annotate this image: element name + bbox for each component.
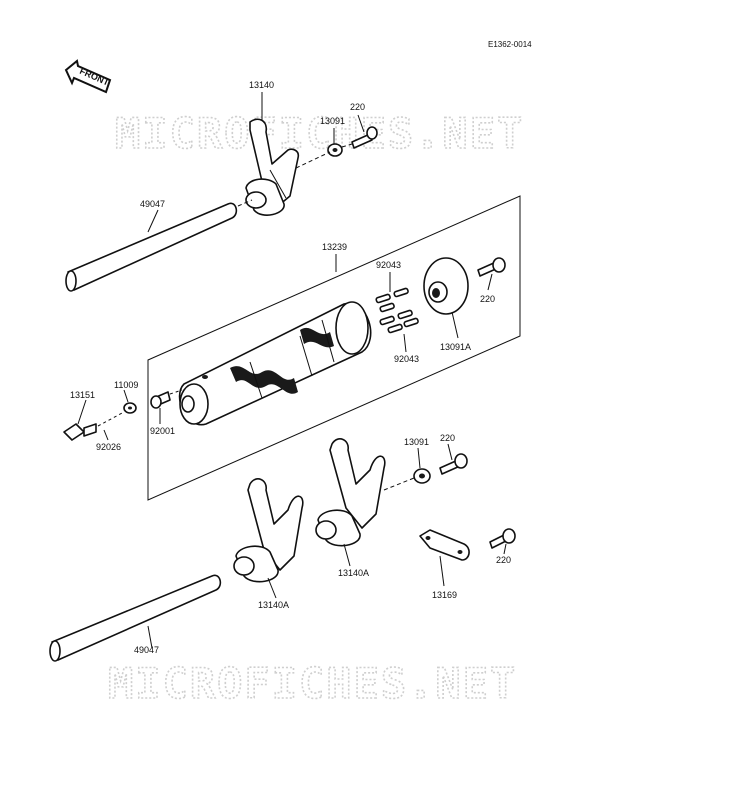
pins-92043-top [375,287,409,313]
label-220-plate: 220 [496,555,511,565]
bolt-220-bottom [439,453,468,475]
leader-lines [77,92,507,649]
washer-13091-bottom [413,468,431,484]
drawing-code: E1362-0014 [488,40,532,49]
label-49047-bottom: 49047 [134,645,159,655]
bolt-92001 [150,391,171,409]
label-220-top: 220 [350,102,365,112]
cam-plate-13091A [423,257,469,315]
label-13239: 13239 [322,242,347,252]
label-92043-bottom: 92043 [394,354,419,364]
bolt-220-top [351,126,378,149]
plate-13169 [419,529,470,561]
label-13091-top: 13091 [320,116,345,126]
label-13169: 13169 [432,590,457,600]
watermark-top: MICROFICHES.NET [115,109,524,158]
label-92026: 92026 [96,442,121,452]
label-13091-bottom: 13091 [404,437,429,447]
label-220-drum: 220 [480,294,495,304]
shift-drum-13239 [178,301,372,426]
label-11009: 11009 [114,380,138,390]
label-13140A-right: 13140A [338,568,369,578]
switch-13151 [63,423,97,441]
shaft-49047-top [65,202,238,292]
shift-fork-13140A-left [233,478,304,583]
label-49047-top: 49047 [140,199,165,209]
label-92043-top: 92043 [376,260,401,270]
front-arrow-icon: FRONT [64,59,112,94]
label-13140A-left: 13140A [258,600,289,610]
shaft-49047-bottom [49,574,222,662]
shift-fork-13140A-right [315,438,386,547]
gasket-11009 [123,402,137,414]
assembly-outline [147,195,521,501]
label-13091A: 13091A [440,342,471,352]
label-13151: 13151 [70,390,95,400]
label-92001: 92001 [150,426,175,436]
bolt-220-plate [489,528,516,549]
label-13140: 13140 [249,80,274,90]
watermark-bottom: MICROFICHES.NET [108,659,517,708]
label-220-bottom: 220 [440,433,455,443]
washer-13091-top [327,143,343,157]
bolt-220-drum [477,257,506,277]
shift-fork-13140 [245,118,300,216]
pins-92043-bottom [379,309,419,334]
